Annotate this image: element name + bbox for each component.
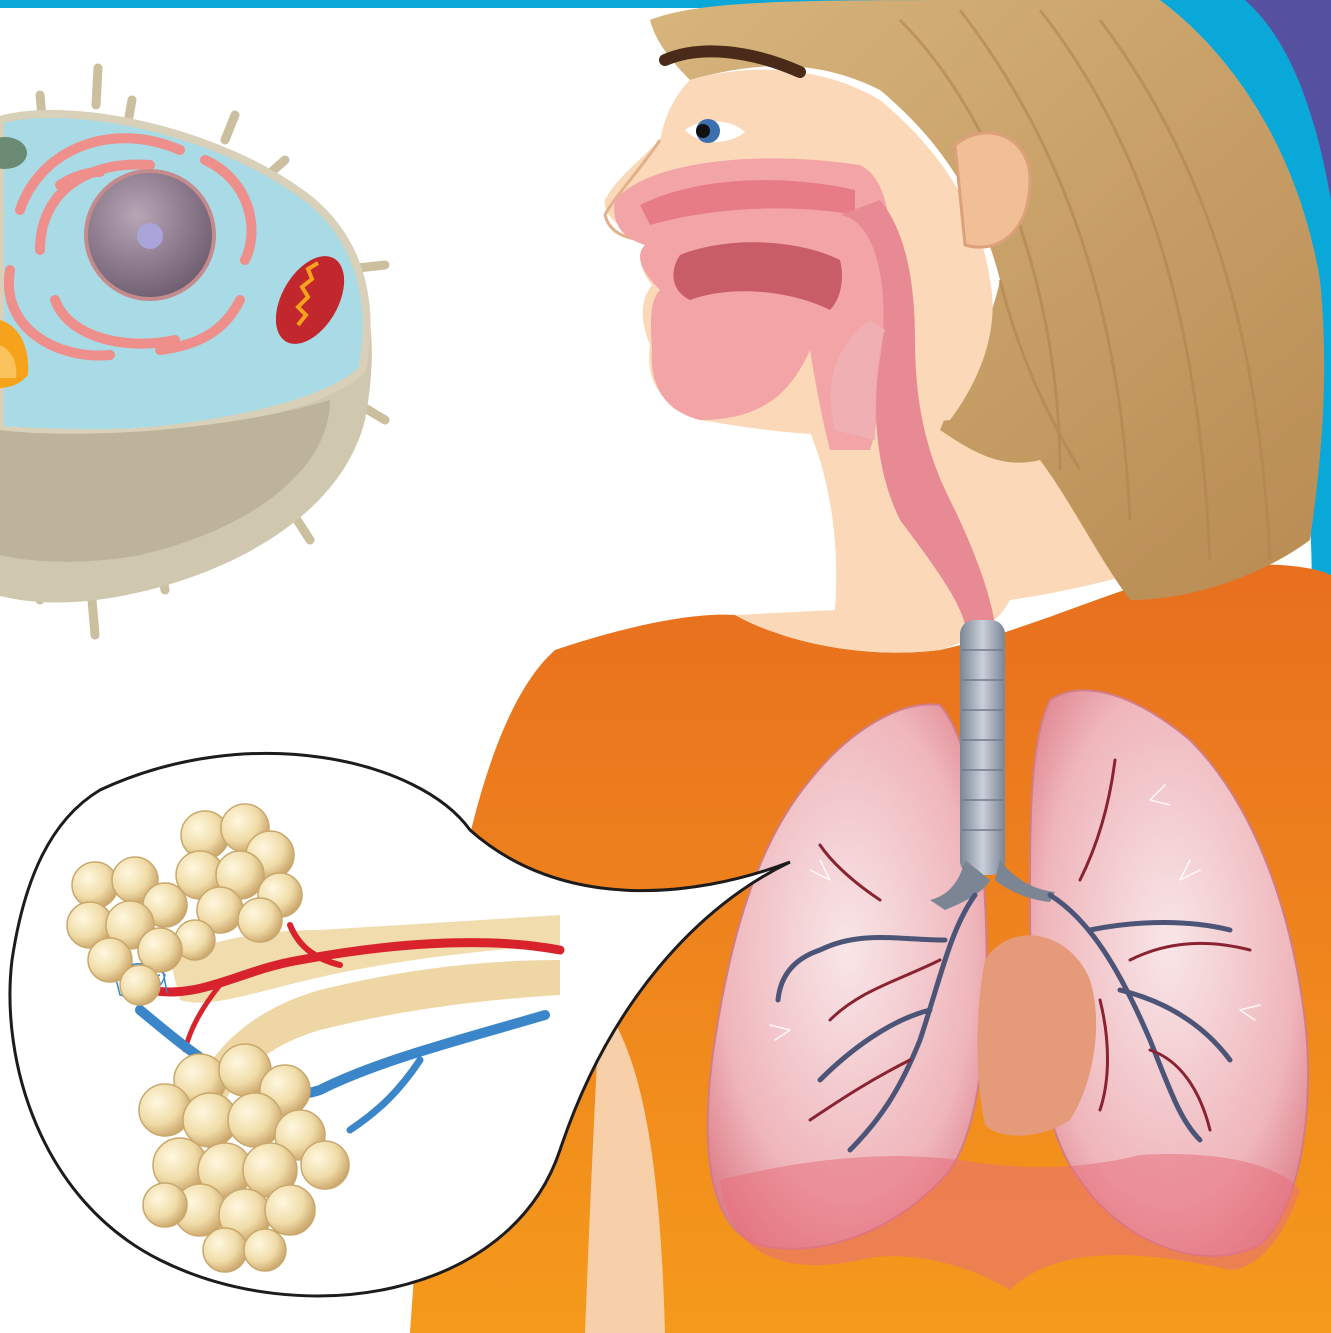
animal-cell-icon [0,68,385,635]
